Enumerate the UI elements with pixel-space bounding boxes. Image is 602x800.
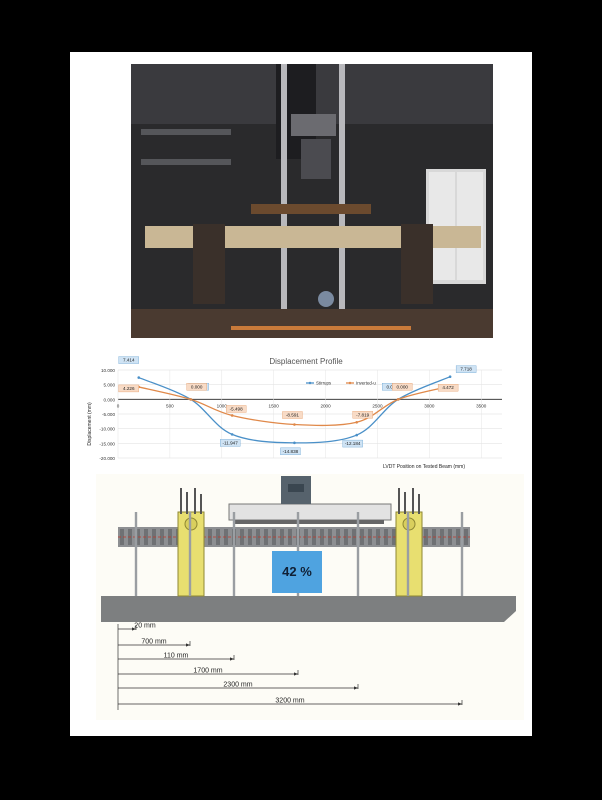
- lvdt-post: [356, 512, 360, 596]
- series-line: [138, 385, 451, 427]
- lvdt-post: [460, 512, 464, 596]
- y-tick-label: 10.000: [101, 368, 115, 373]
- data-label: -11.947: [223, 440, 239, 445]
- stirrup: [360, 529, 364, 545]
- data-label-box: [455, 365, 477, 373]
- data-label: 7.414: [123, 358, 135, 363]
- stirrup: [120, 529, 124, 545]
- data-point: [355, 433, 359, 437]
- test-setup-photo: [131, 64, 493, 338]
- data-label-box: [282, 411, 303, 419]
- stirrup: [320, 529, 324, 545]
- data-label-box: [280, 447, 301, 456]
- data-label-box: [220, 439, 241, 447]
- data-label: 4.226: [123, 386, 135, 391]
- data-label: -7.819: [356, 412, 369, 417]
- dimension-label: 2300 mm: [223, 682, 252, 689]
- dimension-label: 3200 mm: [275, 698, 304, 705]
- dimension-label: 20 mm: [134, 623, 156, 630]
- base-platform: [101, 596, 516, 622]
- x-axis-label: LVDT Position on Tested Beam (mm): [383, 464, 465, 470]
- data-label-box: [186, 383, 207, 391]
- x-tick-label: 2500: [372, 403, 383, 408]
- y-tick-label: -5.000: [102, 412, 115, 417]
- legend-label: Stirrups: [316, 381, 332, 386]
- data-point: [355, 420, 359, 424]
- lvdt-post: [134, 512, 138, 596]
- dimension-label: 110 mm: [164, 653, 189, 660]
- data-label: -12.184: [345, 441, 361, 446]
- data-point: [448, 375, 452, 378]
- chart-title: Displacement Profile: [269, 357, 343, 366]
- y-tick-label: -20.000: [99, 456, 115, 461]
- y-axis-label: Displacement (mm): [87, 402, 93, 446]
- data-label-box: [118, 356, 139, 364]
- data-point: [230, 414, 234, 417]
- data-label: -14.838: [283, 449, 299, 454]
- x-tick-label: 1000: [217, 403, 228, 408]
- data-point: [189, 398, 192, 401]
- x-tick-label: 500: [166, 403, 174, 408]
- data-label: 0.000: [191, 384, 203, 389]
- data-label: -8.591: [286, 413, 299, 418]
- y-tick-label: 5.000: [104, 383, 116, 388]
- chart-legend: Stirrups Inverted-u: [306, 381, 376, 386]
- data-label: 0.000: [396, 384, 408, 389]
- displacement-profile-chart: 10.000 5.000 0.000 -5.000 -10.000 -15.000 -20.…: [87, 356, 502, 470]
- y-tick-label: 0.000: [104, 397, 116, 402]
- percentage-label: 42 %: [272, 551, 322, 593]
- data-label: 7.718: [460, 367, 472, 372]
- x-tick-label: 0: [117, 403, 120, 408]
- data-point: [293, 441, 296, 445]
- lvdt-post: [232, 512, 236, 596]
- lvdt-post: [406, 512, 410, 596]
- x-tick-label: 3000: [424, 403, 435, 408]
- data-point: [137, 376, 141, 379]
- data-label-box: [226, 405, 247, 413]
- data-label: 4.472: [442, 385, 454, 390]
- stirrup: [160, 529, 164, 545]
- y-tick-label: -10.000: [99, 427, 115, 432]
- legend-label: Inverted-u: [356, 381, 376, 386]
- y-tick-label: -15.000: [99, 441, 115, 446]
- dimension-label: 700 mm: [141, 639, 166, 646]
- data-label-box: [342, 439, 363, 448]
- data-label-box: [118, 384, 139, 393]
- loading-spreader: [228, 503, 392, 521]
- data-point: [396, 398, 400, 401]
- data-label-box: [392, 383, 413, 391]
- data-label-box: [437, 384, 459, 392]
- x-tick-label: 3500: [476, 403, 487, 408]
- chart-series: 7.414 0.000 -11.947 -14.838 -12.184 0.000 7.71…: [118, 356, 477, 456]
- data-point: [293, 423, 296, 426]
- data-label: -5.498: [230, 406, 243, 411]
- chart-axes: 10.000 5.000 0.000 -5.000 -10.000 -15.000 -20.…: [99, 368, 486, 461]
- dimension-label: 1700 mm: [193, 668, 222, 675]
- lvdt-post: [188, 512, 192, 596]
- data-label-box: [352, 411, 373, 419]
- data-point: [230, 433, 234, 436]
- x-tick-label: 1500: [269, 403, 280, 408]
- x-tick-label: 2000: [320, 403, 331, 408]
- stirrup: [240, 529, 244, 545]
- stirrup: [280, 529, 284, 545]
- stirrup: [440, 529, 444, 545]
